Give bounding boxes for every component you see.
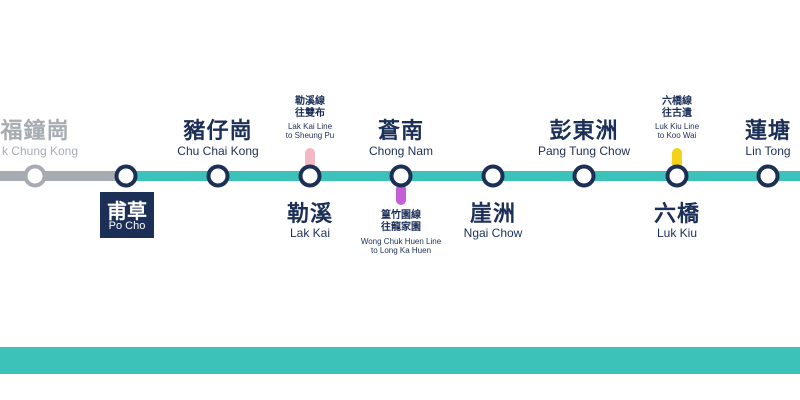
station-marker-chong-nam[interactable] (389, 164, 413, 188)
station-name-en: k Chung Kong (1, 144, 79, 158)
interchange-destination-zh: 往龍家園 (381, 222, 421, 233)
station-name-zh: 蓮塘 (744, 119, 792, 144)
interchange-line-name-zh: 篁竹園線 (381, 210, 421, 221)
station-marker-po-cho[interactable] (114, 164, 138, 188)
station-name-zh: 甫草 (107, 199, 147, 223)
station-name-en: Chu Chai Kong (177, 144, 259, 158)
station-name-en: Luk Kiu (656, 226, 698, 240)
bottom-color-band (0, 347, 800, 374)
station-marker-lin-tong[interactable] (756, 164, 780, 188)
station-name-en: Lin Tong (745, 144, 791, 158)
interchange-destination-zh: 往古遺 (662, 108, 692, 119)
station-name-zh: 彭東洲 (549, 119, 619, 144)
interchange-destination-zh: 往雙布 (295, 108, 325, 119)
station-name-en: Pang Tung Chow (537, 144, 631, 158)
station-name-zh: 豬仔崗 (183, 119, 253, 144)
interchange-stub-luk-kiu (672, 148, 682, 168)
station-name-zh: 勒溪 (286, 202, 334, 227)
line-segment-active (126, 171, 800, 181)
interchange-line-name-zh: 六橋線 (662, 96, 692, 107)
interchange-stub-lak-kai (305, 148, 315, 168)
interchange-line-name-en: Wong Chuk Huen Line (360, 237, 442, 246)
interchange-line-name-en: Lak Kai Line (287, 122, 333, 131)
interchange-destination-en: to Sheung Pu (285, 131, 335, 140)
interchange-destination-en: to Long Ka Huen (370, 246, 432, 255)
line-segment-inactive (0, 171, 126, 181)
station-marker-lak-kai[interactable] (298, 164, 322, 188)
station-marker-chu-chai-kong[interactable] (206, 164, 230, 188)
station-name-zh: 六橋 (653, 202, 701, 227)
interchange-line-name-zh: 勒溪線 (295, 96, 325, 107)
current-station-box: 甫草 Po Cho (100, 192, 154, 238)
station-name-zh: 蒼南 (377, 119, 425, 144)
station-name-zh: 福鐘崗 (0, 119, 70, 144)
station-marker-pang-tung-chow[interactable] (572, 164, 596, 188)
station-name-en: Ngai Chow (463, 226, 523, 240)
interchange-line-name-en: Luk Kiu Line (654, 122, 700, 131)
interchange-stub-chong-nam (396, 184, 406, 205)
station-marker-fuk-chung-kong[interactable] (23, 164, 47, 188)
station-name-zh: 崖洲 (469, 202, 517, 227)
station-name-en: Chong Nam (368, 144, 434, 158)
station-marker-luk-kiu[interactable] (665, 164, 689, 188)
station-marker-ngai-chow[interactable] (481, 164, 505, 188)
station-name-en: Po Cho (108, 220, 146, 232)
interchange-destination-en: to Koo Wai (657, 131, 697, 140)
station-name-en: Lak Kai (289, 226, 331, 240)
